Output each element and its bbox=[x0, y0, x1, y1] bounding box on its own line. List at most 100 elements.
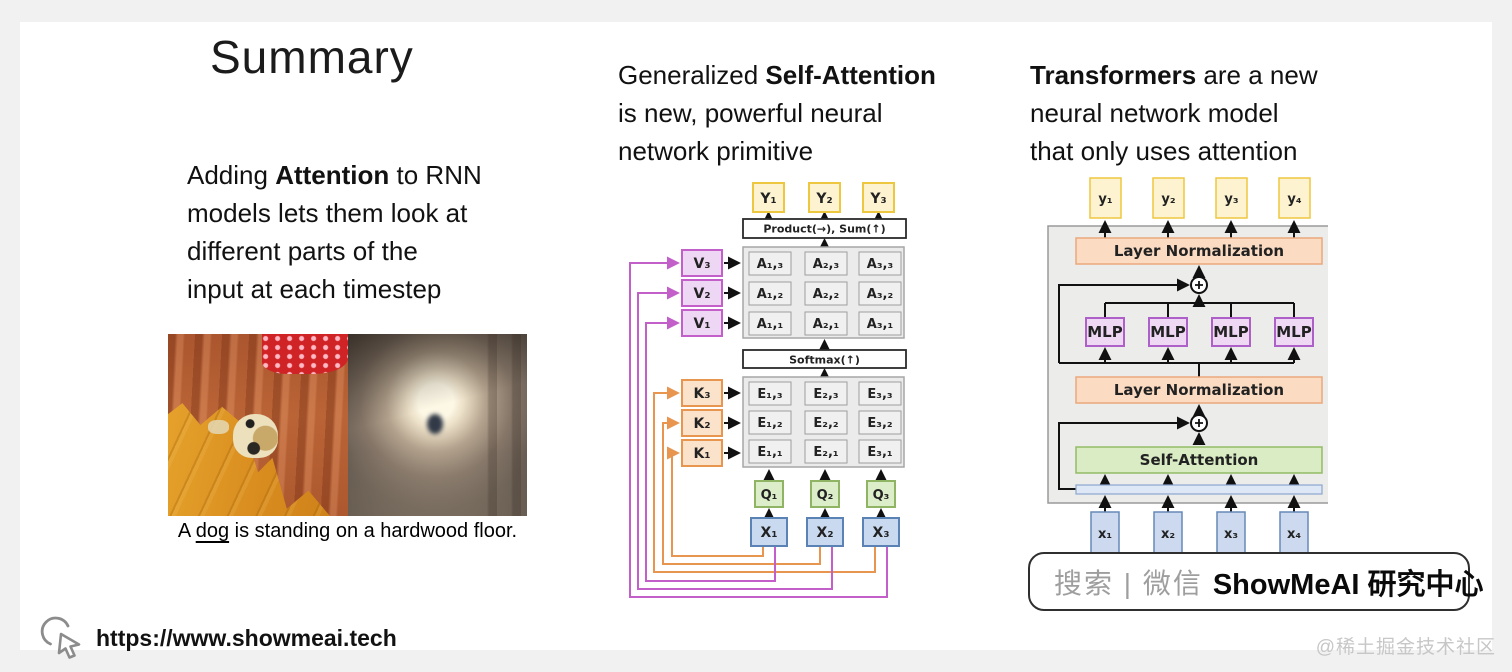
query-box-q3 bbox=[866, 480, 896, 508]
cell-e21: E₂,₁ bbox=[813, 445, 838, 460]
label-x2: X₂ bbox=[817, 525, 834, 541]
label-mlp-1: MLP bbox=[1087, 323, 1122, 341]
label-self-attention: Self-Attention bbox=[1140, 451, 1259, 469]
label-x4: x₄ bbox=[1287, 527, 1301, 542]
label-x3: X₃ bbox=[873, 525, 890, 541]
label-q3: Q₃ bbox=[873, 488, 890, 503]
label-mlp-4: MLP bbox=[1276, 323, 1311, 341]
output-box-y3 bbox=[1215, 177, 1248, 219]
footer: https://www.showmeai.tech bbox=[40, 614, 397, 662]
label-y4: y₄ bbox=[1287, 192, 1301, 207]
wechat-search-banner[interactable]: 搜索 | 微信 ShowMeAI 研究中心 bbox=[1028, 552, 1484, 611]
wire-x2-v2 bbox=[637, 286, 833, 590]
cell-e11: E₁,₁ bbox=[757, 445, 782, 460]
input-box-x3 bbox=[862, 517, 900, 547]
label-x1: x₁ bbox=[1098, 527, 1112, 542]
wire-x3-v3 bbox=[629, 256, 888, 598]
search-prefix-text: 搜索 | 微信 bbox=[1054, 567, 1203, 599]
label-layer-norm-mid: Layer Normalization bbox=[1114, 381, 1284, 399]
heatmap-dog-blob bbox=[426, 414, 443, 435]
value-box-v1 bbox=[681, 309, 723, 337]
cell-e23: E₂,₃ bbox=[813, 387, 838, 402]
label-v3: V₃ bbox=[694, 256, 711, 272]
cell-a33: A₃,₃ bbox=[867, 257, 893, 272]
right-column-heading: Transformers are a new neural network mo… bbox=[1030, 60, 1318, 166]
self-attention-diagram: Y₁ Y₂ Y₃ Product(→), Sum(↑) Softmax(↑) A… bbox=[629, 182, 907, 598]
flow-arrows bbox=[724, 211, 888, 522]
label-x1: X₁ bbox=[761, 525, 778, 541]
label-softmax: Softmax(↑) bbox=[789, 354, 860, 367]
label-q1: Q₁ bbox=[761, 488, 778, 503]
label-product-sum: Product(→), Sum(↑) bbox=[763, 223, 885, 236]
self-attention-box bbox=[1075, 446, 1323, 474]
label-mlp-3: MLP bbox=[1213, 323, 1248, 341]
wire-x3-k3 bbox=[653, 386, 876, 573]
wire-x1-v1 bbox=[645, 316, 776, 582]
label-q2: Q₂ bbox=[817, 488, 834, 503]
search-brand-text: ShowMeAI 研究中心 bbox=[1212, 568, 1484, 601]
label-y1: Y₁ bbox=[759, 191, 776, 207]
label-y1: y₁ bbox=[1098, 192, 1112, 207]
website-url[interactable]: https://www.showmeai.tech bbox=[96, 624, 397, 651]
softmax-bar bbox=[742, 349, 907, 369]
key-box-k1 bbox=[681, 439, 723, 467]
output-box-y1 bbox=[752, 182, 785, 213]
mlp-box-2 bbox=[1148, 317, 1188, 347]
mlp-box-1 bbox=[1085, 317, 1125, 347]
transformer-diagram: y₁ y₂ y₃ y₄ Layer Normalization MLP MLP … bbox=[1047, 177, 1328, 555]
input-box-x2 bbox=[1153, 511, 1183, 555]
slide-title: Summary bbox=[210, 31, 414, 83]
product-sum-bar bbox=[742, 218, 907, 239]
key-box-k3 bbox=[681, 379, 723, 407]
dog-paw bbox=[207, 419, 230, 435]
label-y3: y₃ bbox=[1224, 192, 1238, 207]
cell-a22: A₂,₂ bbox=[813, 287, 839, 302]
matrix-cells bbox=[748, 251, 902, 464]
value-box-v2 bbox=[681, 279, 723, 307]
mlp-box-3 bbox=[1211, 317, 1251, 347]
dog-head bbox=[232, 414, 278, 458]
label-x2: x₂ bbox=[1161, 527, 1175, 542]
middle-column-heading: Generalized Self-Attention is new, power… bbox=[618, 60, 936, 166]
attention-heatmap bbox=[348, 334, 527, 516]
cell-a32: A₃,₂ bbox=[867, 287, 893, 302]
wire-x1-k1 bbox=[666, 446, 764, 557]
left-column-paragraph: Adding Attention to RNN models lets them… bbox=[187, 160, 482, 304]
heatmap-streaks bbox=[473, 334, 527, 516]
input-box-x2 bbox=[806, 517, 844, 547]
cell-a23: A₂,₃ bbox=[813, 257, 839, 272]
input-box-x1 bbox=[750, 517, 788, 547]
query-box-q2 bbox=[810, 480, 840, 508]
label-x3: x₃ bbox=[1224, 527, 1238, 542]
label-v1: V₁ bbox=[694, 316, 711, 332]
key-box-k2 bbox=[681, 409, 723, 437]
label-k1: K₁ bbox=[694, 446, 711, 462]
output-box-y3 bbox=[862, 182, 895, 213]
cell-e31: E₃,₁ bbox=[867, 445, 892, 460]
qkv-wires bbox=[629, 256, 888, 598]
cell-a11: A₁,₁ bbox=[757, 317, 783, 332]
label-layer-norm-top: Layer Normalization bbox=[1114, 242, 1284, 260]
label-k3: K₃ bbox=[694, 386, 711, 402]
query-box-q1 bbox=[754, 480, 784, 508]
slide: Summary Adding Attention to RNN models l… bbox=[20, 22, 1492, 659]
watermark-text: @稀土掘金技术社区 bbox=[1315, 637, 1496, 658]
cell-e33: E₃,₃ bbox=[867, 387, 892, 402]
output-box-y2 bbox=[1152, 177, 1185, 219]
photo-caption: A dog is standing on a hardwood floor. bbox=[177, 520, 518, 542]
layer-norm-top-box bbox=[1075, 237, 1323, 265]
cell-e32: E₃,₂ bbox=[867, 416, 892, 431]
cell-a12: A₁,₂ bbox=[757, 287, 783, 302]
cell-a13: A₁,₃ bbox=[757, 257, 783, 272]
value-box-v3 bbox=[681, 249, 723, 277]
wire-x2-k2 bbox=[662, 416, 821, 565]
layer-norm-mid-box bbox=[1075, 376, 1323, 404]
mlp-box-4 bbox=[1274, 317, 1314, 347]
label-mlp-2: MLP bbox=[1150, 323, 1185, 341]
label-k2: K₂ bbox=[694, 416, 711, 432]
input-box-x4 bbox=[1279, 511, 1309, 555]
input-box-x1 bbox=[1090, 511, 1120, 555]
cell-a31: A₃,₁ bbox=[867, 317, 893, 332]
transformer-wiring bbox=[1058, 220, 1301, 512]
